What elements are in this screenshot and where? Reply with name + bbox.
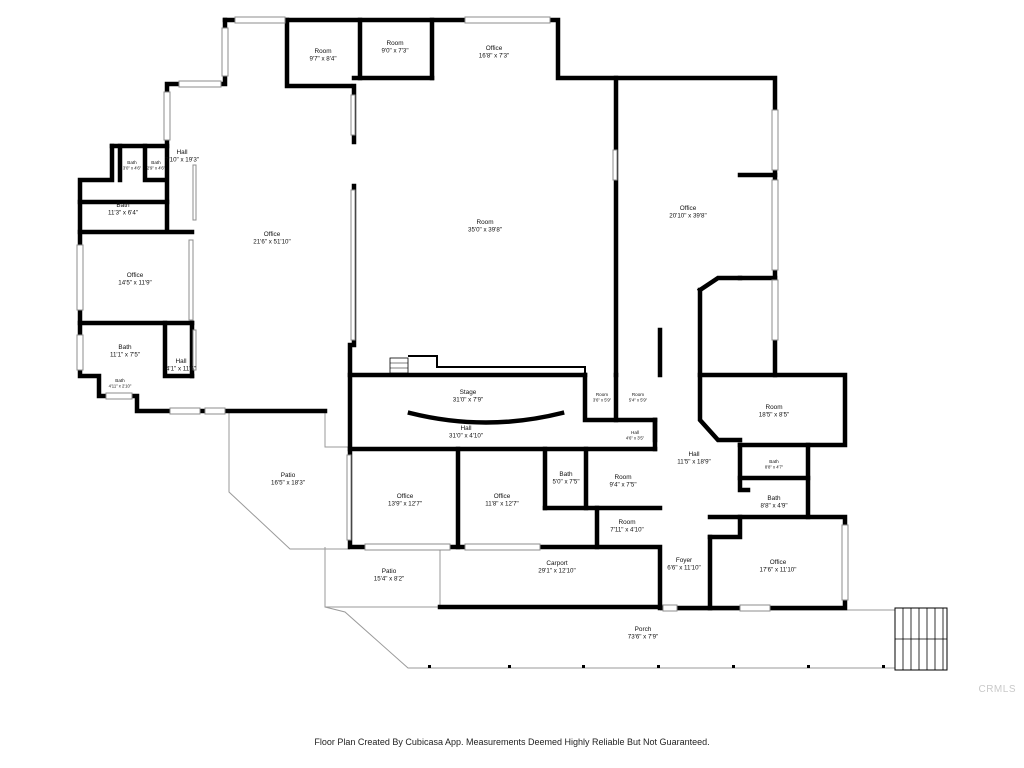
room-right-mid-name: Room	[765, 404, 782, 411]
hall-tiny-size: 4'6" x 3'5"	[626, 436, 645, 441]
porch-name: Porch	[635, 626, 652, 633]
hall-left-size: 7'10" x 19'3"	[165, 157, 199, 164]
bath-tiny-1-name: Bath	[127, 160, 137, 165]
room-main-size: 35'0" x 39'8"	[468, 227, 502, 234]
bath-mid-size: 5'0" x 7'5"	[552, 479, 579, 486]
room-mid-1-size: 9'4" x 7'5"	[609, 482, 636, 489]
porch-size: 73'6" x 7'9"	[628, 634, 659, 641]
bath-right-2-size: 8'8" x 4'9"	[760, 503, 787, 510]
hall-left-name: Hall	[176, 149, 187, 156]
office-right-name: Office	[680, 205, 697, 212]
room-top-1-size: 9'7" x 8'4"	[309, 56, 336, 63]
office-bottom-right-size: 17'6" x 11'10"	[760, 567, 797, 574]
office-big-left-size: 21'6" x 51'10"	[253, 239, 290, 246]
patio-bottom-size: 15'4" x 8'2"	[374, 576, 405, 583]
porch-posts	[428, 665, 885, 668]
office-mid-1-name: Office	[397, 493, 414, 500]
bath-tiny-2-name: Bath	[151, 160, 161, 165]
bath-right-1-size: 8'8" x 4'7"	[765, 465, 784, 470]
stage-size: 31'0" x 7'9"	[453, 397, 484, 404]
foyer-name: Foyer	[676, 557, 693, 564]
foyer-size: 6'6" x 11'10"	[667, 565, 700, 572]
bath-left-3-name: Bath	[115, 378, 125, 383]
hall-stage-name: Hall	[460, 425, 471, 432]
room-top-2-name: Room	[386, 40, 403, 47]
bath-left-1-size: 11'3" x 6'4"	[108, 210, 138, 217]
porch-stairs	[894, 607, 948, 671]
room-mid-1-name: Room	[614, 474, 631, 481]
bath-left-2-size: 11'1" x 7'5"	[110, 352, 140, 359]
stage-steps	[389, 355, 586, 375]
office-top-size: 16'8" x 7'3"	[479, 53, 510, 60]
office-top-name: Office	[486, 45, 503, 52]
exterior-walls	[77, 17, 848, 611]
bath-mid-name: Bath	[559, 471, 573, 478]
carport-name: Carport	[546, 560, 568, 567]
room-mid-2-size: 7'11" x 4'10"	[610, 527, 643, 534]
office-bottom-right-name: Office	[770, 559, 787, 566]
room-small-1-name: Room	[596, 392, 608, 397]
watermark: CRMLS	[978, 684, 1016, 695]
office-left-size: 14'5" x 11'9"	[118, 280, 151, 287]
patio-left-size: 16'5" x 18'3"	[271, 480, 305, 487]
bath-left-1-name: Bath	[116, 202, 130, 209]
bath-left-3-size: 4'11" x 2'10"	[109, 384, 132, 389]
room-small-2-name: Room	[632, 392, 644, 397]
room-right-mid-size: 18'5" x 8'5"	[759, 412, 790, 419]
room-small-2-size: 5'4" x 5'9"	[629, 398, 648, 403]
bath-right-2-name: Bath	[767, 495, 781, 502]
room-main-name: Room	[476, 219, 493, 226]
hall-tiny-name: Hall	[631, 430, 639, 435]
bath-right-1-name: Bath	[769, 459, 779, 464]
bath-tiny-2-size: 2'9" x 4'6"	[147, 166, 166, 171]
room-top-2-size: 9'0" x 7'3"	[381, 48, 408, 55]
patio-bottom-name: Patio	[382, 568, 397, 575]
room-top-1-name: Room	[314, 48, 331, 55]
bath-tiny-1-size: 3'0" x 4'6"	[123, 166, 142, 171]
hall-right-size: 11'5" x 18'9"	[677, 459, 710, 466]
disclaimer-footer: Floor Plan Created By Cubicasa App. Meas…	[314, 737, 710, 747]
hall-small-name: Hall	[175, 358, 186, 365]
hall-right-name: Hall	[688, 451, 699, 458]
patio-left-name: Patio	[281, 472, 296, 479]
office-big-left-name: Office	[264, 231, 281, 238]
hall-stage-size: 31'0" x 4'10"	[449, 433, 483, 440]
windows	[76, 16, 849, 612]
office-left-name: Office	[127, 272, 144, 279]
stage-edge	[407, 410, 565, 425]
office-mid-2-size: 11'8" x 12'7"	[485, 501, 518, 508]
stage-name: Stage	[460, 389, 477, 396]
room-mid-2-name: Room	[618, 519, 635, 526]
office-right-size: 20'10" x 39'8"	[669, 213, 706, 220]
room-small-1-size: 3'6" x 5'9"	[593, 398, 612, 403]
office-mid-1-size: 13'9" x 12'7"	[388, 501, 422, 508]
carport-size: 29'1" x 12'10"	[538, 568, 575, 575]
hall-small-size: 4'1" x 11'6"	[166, 366, 196, 373]
bath-left-2-name: Bath	[118, 344, 132, 351]
office-mid-2-name: Office	[494, 493, 511, 500]
